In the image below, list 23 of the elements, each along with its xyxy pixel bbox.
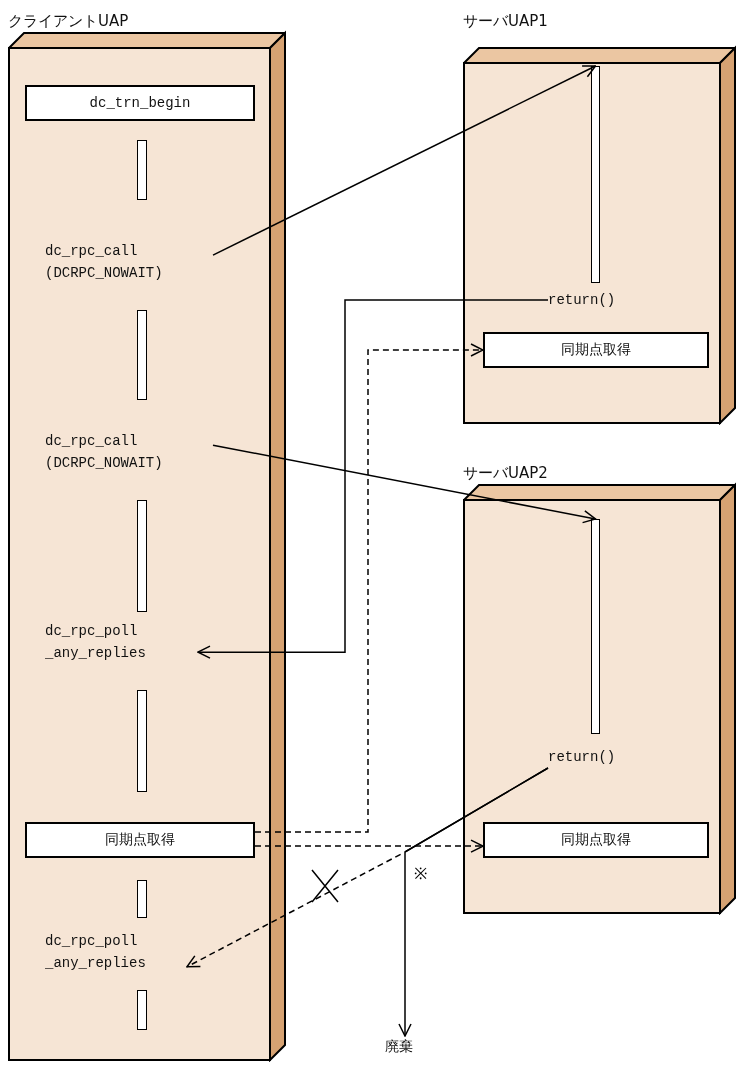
- arrow: [212, 444, 597, 524]
- activation-bar: [591, 519, 600, 734]
- process-box: 同期点取得: [483, 332, 709, 368]
- panel-title: クライアントUAP: [8, 11, 129, 32]
- process-box: 同期点取得: [483, 822, 709, 858]
- arrow: [254, 343, 484, 833]
- function-label: dc_rpc_poll _any_replies: [45, 620, 198, 666]
- panel-title: サーバUAP1: [463, 11, 548, 32]
- activation-bar: [591, 66, 600, 283]
- panel-title: サーバUAP2: [463, 463, 548, 484]
- function-label: return(): [548, 746, 620, 768]
- function-label: dc_rpc_call (DCRPC_NOWAIT): [45, 430, 213, 476]
- process-box: dc_trn_begin: [25, 85, 255, 121]
- note-mark: ※: [414, 865, 427, 884]
- function-label: return(): [548, 289, 620, 311]
- process-box: 同期点取得: [25, 822, 255, 858]
- arrow: [398, 767, 549, 1037]
- function-label: 廃棄: [385, 1036, 425, 1060]
- function-label: dc_rpc_poll _any_replies: [45, 930, 187, 976]
- function-label: dc_rpc_call (DCRPC_NOWAIT): [45, 240, 213, 286]
- arrow: [212, 65, 597, 256]
- arrow: [197, 299, 549, 659]
- arrow: [254, 839, 484, 853]
